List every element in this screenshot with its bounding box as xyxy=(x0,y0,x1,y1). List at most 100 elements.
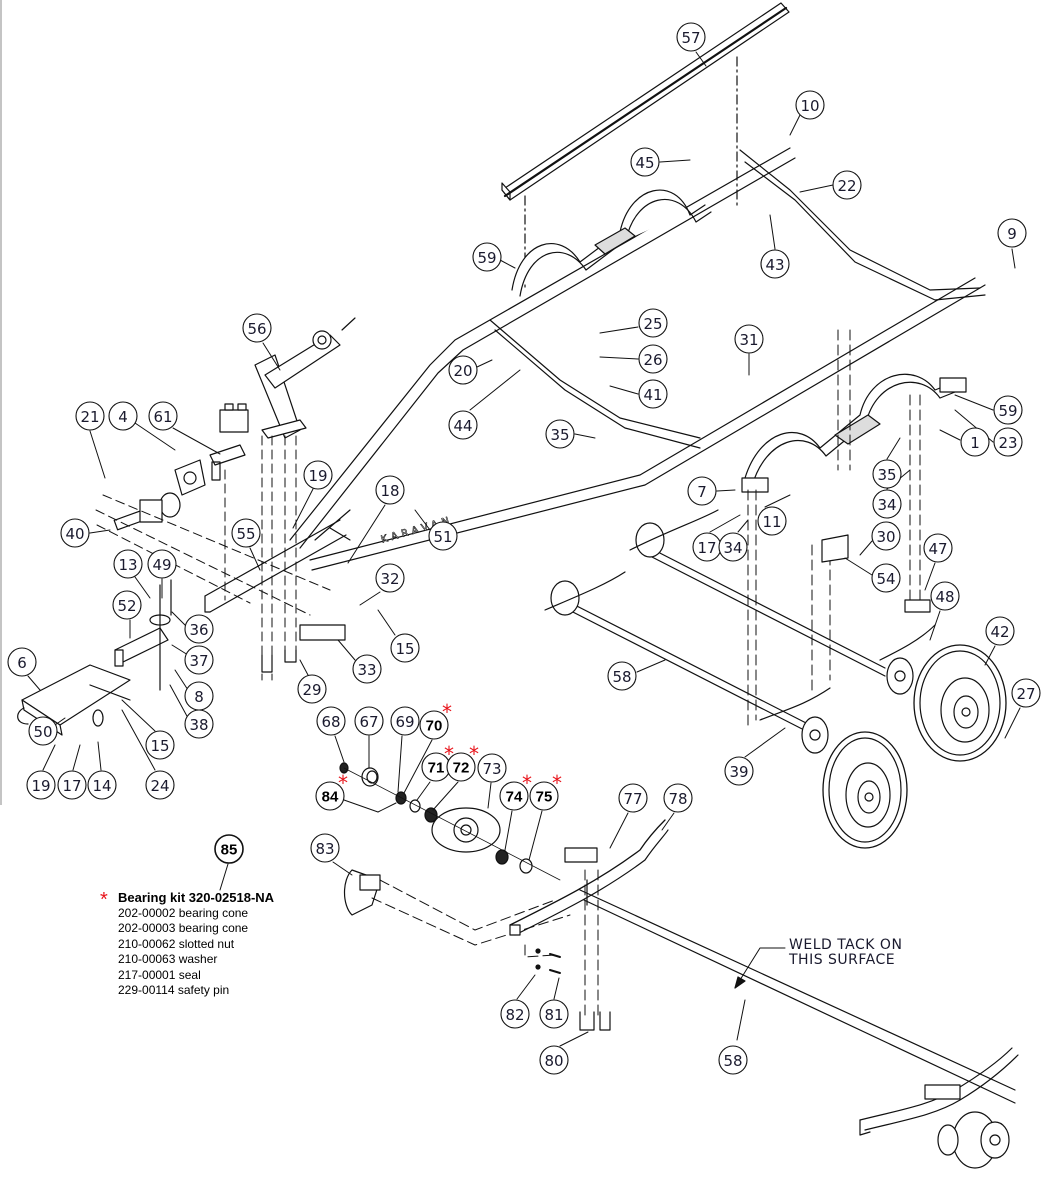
balloon-label: 78 xyxy=(668,790,687,808)
balloon-circle xyxy=(60,518,90,548)
balloon-circle xyxy=(352,654,382,684)
balloon-circle xyxy=(113,549,143,579)
balloon-label: 67 xyxy=(359,713,378,731)
wheel-front xyxy=(822,731,908,849)
balloon-circle xyxy=(871,521,901,551)
fender-rear xyxy=(741,373,967,493)
callout-balloon-50: 50 xyxy=(28,716,58,746)
callout-balloon-85: 85 xyxy=(214,834,244,864)
balloon-label: 19 xyxy=(308,467,327,485)
balloon-label: 19 xyxy=(31,777,50,795)
callout-balloon-72: 72* xyxy=(446,742,479,782)
balloon-label: 55 xyxy=(236,525,255,543)
balloon-label: 51 xyxy=(433,528,452,546)
callout-balloon-37: 37 xyxy=(184,645,214,675)
balloon-circle xyxy=(757,506,787,536)
balloon-circle xyxy=(872,489,902,519)
balloon-circle xyxy=(993,427,1023,457)
bearing-kit-item: 202-00002 bearing cone xyxy=(118,905,249,920)
callout-balloon-8: 8 xyxy=(184,681,214,711)
callout-balloon-57: 57 xyxy=(676,22,706,52)
balloon-label: 82 xyxy=(505,1006,524,1024)
hub-detail-bottom-right xyxy=(859,1047,1019,1169)
callout-balloon-21: 21 xyxy=(75,401,105,431)
hitch-coupler xyxy=(113,492,181,531)
bearing-kit-star-icon: * xyxy=(469,742,479,766)
balloon-circle xyxy=(310,833,340,863)
callout-balloon-59: 59 xyxy=(993,395,1023,425)
callout-balloon-32: 32 xyxy=(375,563,405,593)
callout-balloon-26: 26 xyxy=(638,344,668,374)
leaf-spring-detail xyxy=(509,819,1016,1104)
balloon-circle xyxy=(539,1045,569,1075)
balloon-circle xyxy=(354,706,384,736)
balloon-label: 77 xyxy=(623,790,642,808)
callout-balloon-83: 83 xyxy=(310,833,340,863)
balloon-label: 17 xyxy=(62,777,81,795)
balloon-circle xyxy=(832,170,862,200)
balloon-circle xyxy=(872,459,902,489)
balloon-circle xyxy=(923,533,953,563)
balloon-label: 4 xyxy=(118,408,128,426)
callout-balloon-48: 48 xyxy=(930,581,960,611)
callout-balloon-77: 77 xyxy=(618,783,648,813)
balloon-label: 26 xyxy=(643,351,662,369)
balloon-circle xyxy=(316,706,346,736)
balloon-label: 21 xyxy=(80,408,99,426)
balloon-label: 81 xyxy=(544,1006,563,1024)
callout-balloon-35: 35 xyxy=(872,459,902,489)
callout-balloon-59: 59 xyxy=(472,242,502,272)
balloon-circle xyxy=(539,999,569,1029)
balloon-circle xyxy=(148,401,178,431)
callout-balloon-58: 58 xyxy=(607,661,637,691)
balloon-circle xyxy=(638,308,668,338)
balloon-circle xyxy=(795,90,825,120)
bearing-kit-item: 210-00063 washer xyxy=(118,952,218,966)
balloon-circle xyxy=(500,999,530,1029)
balloon-circle xyxy=(718,1045,748,1075)
weld-tack-note: WELD TACK ON THIS SURFACE xyxy=(789,938,902,968)
wheel-rear xyxy=(913,644,1007,762)
balloon-label: 34 xyxy=(723,539,742,557)
callout-balloon-82: 82 xyxy=(500,999,530,1029)
balloon-label: 52 xyxy=(117,597,136,615)
callout-balloon-17: 17 xyxy=(692,532,722,562)
callout-balloon-31: 31 xyxy=(734,324,764,354)
callout-balloon-51: 51 xyxy=(428,521,458,551)
callout-balloon-15: 15 xyxy=(390,633,420,663)
callout-balloon-6: 6 xyxy=(7,647,37,677)
callout-balloon-4: 4 xyxy=(108,401,138,431)
callout-balloon-7: 7 xyxy=(687,476,717,506)
balloon-label: 48 xyxy=(935,588,954,606)
balloon-label: 27 xyxy=(1016,685,1035,703)
balloon-label: 6 xyxy=(17,654,27,672)
balloon-circle xyxy=(630,147,660,177)
balloon-label: 72 xyxy=(453,760,470,777)
balloon-label: 1 xyxy=(970,434,980,452)
balloon-circle xyxy=(638,344,668,374)
balloon-label: 59 xyxy=(477,249,496,267)
balloon-circle xyxy=(676,22,706,52)
balloon-circle xyxy=(145,770,175,800)
detail-pins xyxy=(535,948,561,974)
balloon-label: 84 xyxy=(322,789,339,806)
balloon-label: 70 xyxy=(426,718,443,735)
callout-balloon-70: 70* xyxy=(419,700,452,740)
balloon-circle xyxy=(390,633,420,663)
balloon-circle xyxy=(184,614,214,644)
balloon-label: 58 xyxy=(723,1052,742,1070)
balloon-label: 35 xyxy=(877,466,896,484)
balloon-label: 13 xyxy=(118,556,137,574)
callout-leaders xyxy=(27,51,1021,1047)
balloon-circle xyxy=(26,770,56,800)
callout-balloon-17: 17 xyxy=(57,770,87,800)
callout-balloon-18: 18 xyxy=(375,475,405,505)
callout-balloon-41: 41 xyxy=(638,379,668,409)
callout-balloon-20: 20 xyxy=(448,355,478,385)
balloon-circle xyxy=(419,710,449,740)
callout-balloon-27: 27 xyxy=(1011,678,1041,708)
balloon-label: 22 xyxy=(837,177,856,195)
balloon-label: 18 xyxy=(380,482,399,500)
balloon-circle xyxy=(1011,678,1041,708)
